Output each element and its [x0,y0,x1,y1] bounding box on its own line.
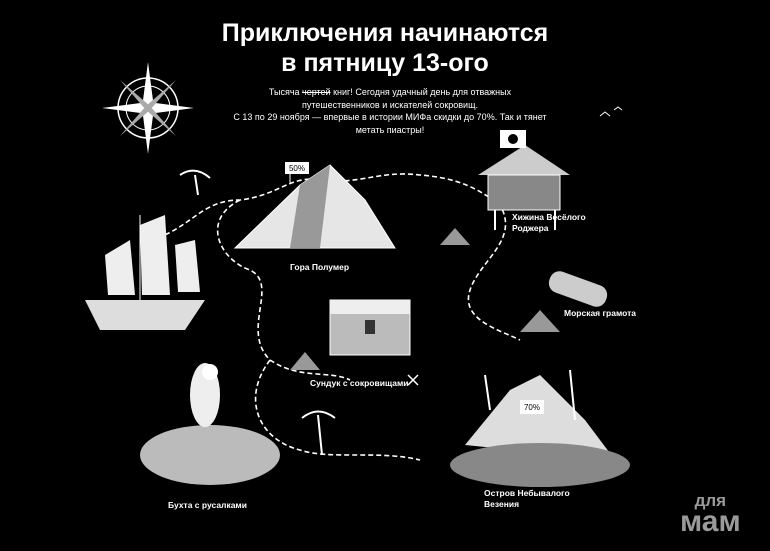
hut-illustration [478,130,570,230]
intro-paragraph-2: С 13 по 29 ноября — впервые в истории МИ… [233,112,547,135]
palm-tree-icon [179,169,211,196]
palm-tree-icon [301,410,336,456]
small-mountains-icon [290,228,560,370]
struck-word: чертей [302,87,331,97]
mountain-illustration: 50% [233,162,396,249]
title-line-2: в пятницу 13-ого [281,49,489,77]
label-island[interactable]: Остров Небывалого Везения [484,488,570,510]
compass-rose-icon [102,62,194,154]
intro-text-part: Тысяча [268,87,303,97]
flag-50: 50% [289,164,305,173]
intro-paragraph-1: Тысяча чертей книг! Сегодня удачный день… [230,86,550,111]
island-illustration: 70% [450,369,630,487]
flag-70: 70% [524,403,540,412]
birds-icon [599,106,623,117]
mermaid-illustration [140,363,280,485]
label-island-line1: Остров Небывалого [484,488,570,498]
ship-illustration [85,215,205,330]
label-island-line2: Везения [484,499,520,509]
watermark-logo: для мам [680,492,741,537]
chest-illustration [329,299,411,356]
dashed-route [149,173,521,461]
intro-text-part: книг! Сегодня удачный день для отважных … [301,87,512,110]
watermark-line1: для [694,491,727,510]
bottle-illustration [548,271,608,307]
label-hut-line2: Роджера [512,223,549,233]
label-chest[interactable]: Сундук с сокровищами [310,378,409,388]
x-mark-icon [407,374,419,386]
label-mountain[interactable]: Гора Полумер [290,262,350,272]
label-bottle[interactable]: Морская грамота [564,308,637,318]
page-title: Приключения начинаются в пятницу 13-ого [150,18,620,78]
label-hut-line1: Хижина Весёлого [512,212,586,222]
watermark-line2: мам [680,505,741,538]
title-line-1: Приключения начинаются [221,19,549,47]
intro-text: Тысяча чертей книг! Сегодня удачный день… [230,86,550,136]
label-hut[interactable]: Хижина Весёлого Роджера [512,212,586,234]
label-mermaid[interactable]: Бухта с русалками [168,500,247,510]
